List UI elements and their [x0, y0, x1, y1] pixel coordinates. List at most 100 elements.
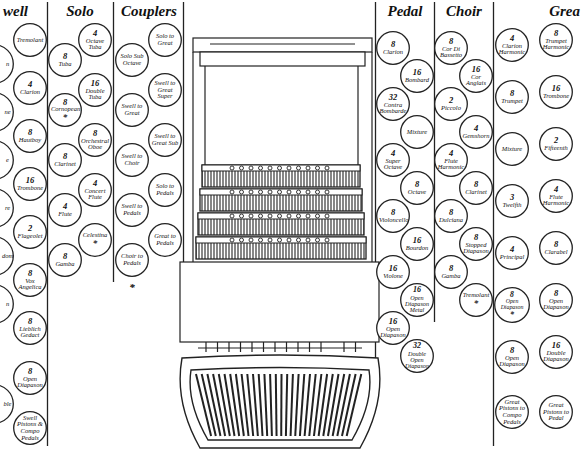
stop-knob: 8Trumpet	[495, 80, 529, 114]
knob-text: Swell to Great Sub	[151, 133, 179, 146]
knob-circle	[460, 284, 493, 317]
stop-knob: 2Flageolet	[13, 215, 47, 249]
knob-text: 4Flute Harmonic	[437, 149, 465, 171]
knob-circle	[401, 60, 434, 93]
knob-label: 8Open Diapason	[542, 283, 570, 317]
stop-knob: Tremolant	[13, 23, 47, 57]
pedal-key	[219, 374, 230, 436]
knob-text: Solo to Great	[151, 33, 179, 46]
knob-circle	[149, 74, 182, 107]
knob-circle	[0, 45, 13, 84]
pitch-number: 16	[403, 68, 431, 77]
knob-circle	[79, 224, 112, 257]
knob-label: 4Flute	[51, 193, 79, 227]
stop-knob: Swell to Great	[115, 93, 149, 127]
key-cheek	[200, 189, 362, 195]
piston-button	[287, 166, 291, 170]
knob-circle	[435, 32, 468, 65]
knob-text: 8Stopped Diapason	[462, 233, 490, 255]
knob-label: 3Twelfth	[498, 184, 526, 218]
piston-button	[268, 166, 272, 170]
pedal-key	[291, 374, 293, 436]
knob-circle	[14, 412, 47, 445]
manual-keyboard	[196, 237, 366, 259]
knob-circle	[540, 232, 573, 265]
console-body	[180, 262, 379, 348]
knob-circle	[377, 32, 410, 65]
stop-name: Trumpet	[498, 98, 526, 105]
stop-knob: Solo to Great	[148, 23, 182, 57]
pitch-number: 4	[81, 29, 109, 38]
knob-label: 8Dulciana	[437, 199, 465, 233]
stop-name: Clarion	[379, 49, 407, 56]
stop-name: Tremolant	[462, 292, 490, 299]
knob-label: 4Principal	[498, 236, 526, 270]
stop-knob: 16Bourdon	[400, 227, 434, 261]
piston-button	[268, 190, 272, 194]
pitch-number: 16	[462, 65, 490, 74]
knob-label: 16Bombard	[403, 59, 431, 93]
pedal-key	[323, 374, 333, 436]
knob-text: 16Double Diapason	[542, 341, 570, 363]
stop-name: Concert Flute	[81, 188, 109, 201]
stop-knob: 16Double Tuba	[78, 73, 112, 107]
column-heading: Pedal	[388, 4, 423, 19]
pitch-number: 4	[51, 202, 79, 211]
stop-name: Swell to Great	[118, 103, 146, 116]
knob-circle	[496, 237, 529, 270]
knob-text: Swell to Choir	[118, 153, 146, 166]
toe-piston	[251, 342, 252, 352]
stop-knob: 4Concert Flute	[78, 173, 112, 207]
knob-label: 2Piccolo	[437, 87, 465, 121]
knob-circle	[435, 200, 468, 233]
knob-circle	[540, 180, 573, 213]
column-heading: well	[3, 4, 28, 19]
stop-name: Clarinet	[462, 189, 490, 196]
stop-name: Cor Anglais	[462, 74, 490, 87]
knob-label: 8Gamba	[51, 243, 79, 277]
piston-button	[230, 190, 234, 194]
knob-text: 8Octave	[403, 180, 431, 195]
knob-text: 16Open Diapason	[379, 317, 407, 339]
pitch-number: 8	[81, 129, 109, 138]
pitch-number: 8	[16, 367, 44, 376]
knob-label: 4Flute Harmonic	[437, 143, 465, 177]
knob-text: 4Super Octave	[379, 149, 407, 171]
piston-button	[316, 166, 320, 170]
knob-text: 8Open Diapason	[542, 289, 570, 311]
pitch-number: 8	[379, 40, 407, 49]
stop-name: e	[1, 157, 14, 164]
knob-text: 8Clarion	[379, 40, 407, 55]
knob-label: 4Octave Tuba	[81, 23, 109, 57]
stop-knob: 16Violone	[376, 255, 410, 289]
stop-name: Swell to Choir	[118, 153, 146, 166]
knob-label: 16Trombone	[542, 75, 570, 109]
stop-knob: 4Clarion	[13, 71, 47, 105]
stop-name: Swell to Great Sub	[151, 133, 179, 146]
knob-text: 4Clarion Harmonic	[498, 34, 526, 56]
knob-text: 32Double Open Diapason	[403, 342, 431, 369]
knob-text: 8Violoncello	[379, 208, 407, 223]
piston-button	[268, 238, 272, 242]
pitch-number: 4	[379, 149, 407, 158]
pitch-number: 8	[462, 180, 490, 189]
stop-knob: Swell to Great Super	[148, 73, 182, 107]
stop-knob: Solo to Pedals	[148, 173, 182, 207]
stop-name: Double Open Diapason	[403, 351, 431, 370]
stop-name: Gamba	[51, 261, 79, 268]
knob-circle	[14, 216, 47, 249]
knob-circle	[14, 120, 47, 153]
stop-knob: 8Open Diapason	[495, 340, 529, 374]
knob-text: 2Flageolet	[16, 224, 44, 239]
stop-name: Double Tuba	[81, 88, 109, 101]
stop-name: Clarion Harmonic	[498, 43, 526, 56]
piston-button	[316, 214, 320, 218]
stop-knob: 2Fifteenth	[539, 127, 573, 161]
knob-label: 8Hautboy	[16, 119, 44, 153]
partial-stop-knob: ble	[0, 384, 14, 424]
stop-knob: 8Lieblich Gedact	[13, 311, 47, 345]
piston-button	[240, 214, 244, 218]
column-heading: Couplers	[121, 4, 177, 19]
pedal-key	[305, 374, 310, 436]
